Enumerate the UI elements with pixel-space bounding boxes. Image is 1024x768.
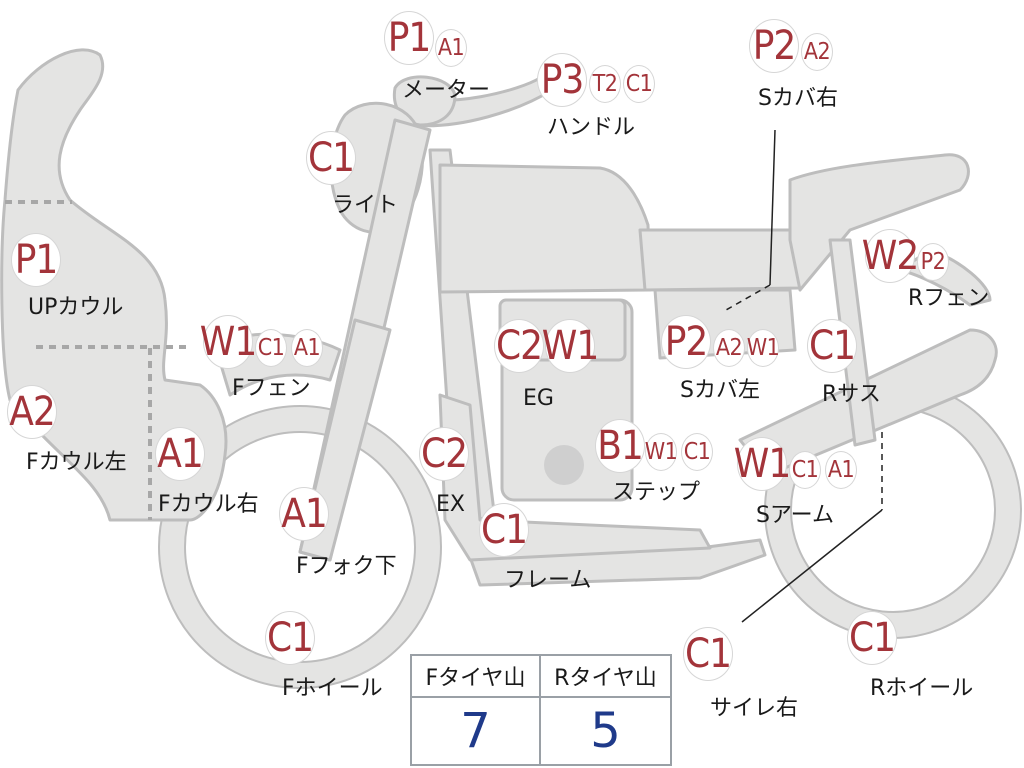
front-fender-code-3: A1 <box>292 330 322 366</box>
side-cover-right-code-2: A2 <box>802 34 832 70</box>
side-cover-left-code-2: A2 <box>714 330 744 366</box>
upper-cowl-label: UPカウル <box>28 295 124 320</box>
rear-suspension-code-1: C1 <box>808 320 856 372</box>
exhaust-shape <box>438 393 712 562</box>
swing-arm-label: Sアーム <box>756 503 834 528</box>
rear-fender-code-1: W2 <box>862 230 919 282</box>
fuel-tank-shape <box>438 163 652 294</box>
handle-label: ハンドル <box>547 115 636 140</box>
upper-cowl-code-1: P1 <box>12 234 60 286</box>
step-code-2: W1 <box>645 434 678 470</box>
swing-arm-code-2: C1 <box>790 452 820 488</box>
cowl-left-label: Fカウル左 <box>26 450 127 475</box>
side-cover-left-code-1: P2 <box>662 316 710 368</box>
engine-code-2: W1 <box>542 320 599 372</box>
side-cover-right-code-1: P2 <box>750 20 798 72</box>
frame-label: フレーム <box>504 568 592 593</box>
meter-code-1: P1 <box>385 12 433 64</box>
side-cover-left-code-3: W1 <box>747 330 780 366</box>
front-tire-header: Fタイヤ山 <box>412 656 541 698</box>
step-code-3: C1 <box>682 434 712 470</box>
handle-code-3: C1 <box>624 66 654 102</box>
cowl-right-label: Fカウル右 <box>158 492 259 517</box>
front-fender-code-2: C1 <box>256 330 286 366</box>
frame-code-1: C1 <box>480 504 528 556</box>
swing-arm-code-1: W1 <box>734 438 791 490</box>
front-wheel-code-1: C1 <box>266 612 314 664</box>
fork-lower-label: Fフォク下 <box>296 554 397 579</box>
tire-tread-table: Fタイヤ山 Rタイヤ山 7 5 <box>410 654 672 766</box>
rear-wheel-label: Rホイール <box>870 676 974 701</box>
step-code-1: B1 <box>596 420 644 472</box>
leader-line <box>769 129 776 286</box>
exhaust-code-1: C2 <box>420 428 468 480</box>
rear-wheel-code-1: C1 <box>848 612 896 664</box>
handle-code-1: P3 <box>538 54 586 106</box>
rear-suspension-label: Rサス <box>822 382 881 407</box>
front-fender-label: Fフェン <box>232 376 311 401</box>
side-cover-right-label: Sカバ右 <box>758 86 838 111</box>
light-label: ライト <box>332 193 399 218</box>
handle-code-2: T2 <box>590 66 620 102</box>
silencer-right-label: サイレ右 <box>710 696 799 721</box>
light-code-1: C1 <box>307 132 355 184</box>
rear-fender-label: Rフェン <box>908 286 990 311</box>
engine-code-1: C2 <box>495 320 543 372</box>
silencer-right-code-1: C1 <box>684 628 732 680</box>
meter-code-2: A1 <box>436 30 466 66</box>
seat-shape <box>638 228 802 292</box>
upper-cowl-shape <box>0 48 228 522</box>
step-label: ステップ <box>612 480 701 505</box>
rear-fender-code-2: P2 <box>918 244 948 280</box>
meter-label: メーター <box>402 78 491 103</box>
cowl-left-code-1: A2 <box>8 386 56 438</box>
engine-label: EG <box>523 386 554 411</box>
rear-tire-value: 5 <box>590 703 621 759</box>
swing-arm-code-3: A1 <box>826 452 856 488</box>
side-cover-left-label: Sカバ左 <box>680 378 760 403</box>
front-tire-value: 7 <box>412 698 541 764</box>
front-wheel-label: Fホイール <box>282 676 383 701</box>
tail-shape <box>788 153 970 292</box>
cowl-right-code-1: A1 <box>156 428 204 480</box>
fork-lower-code-1: A1 <box>280 488 328 540</box>
front-fender-code-1: W1 <box>200 316 257 368</box>
exhaust-label: EX <box>436 492 465 517</box>
rear-tire-header: Rタイヤ山 <box>541 656 670 698</box>
